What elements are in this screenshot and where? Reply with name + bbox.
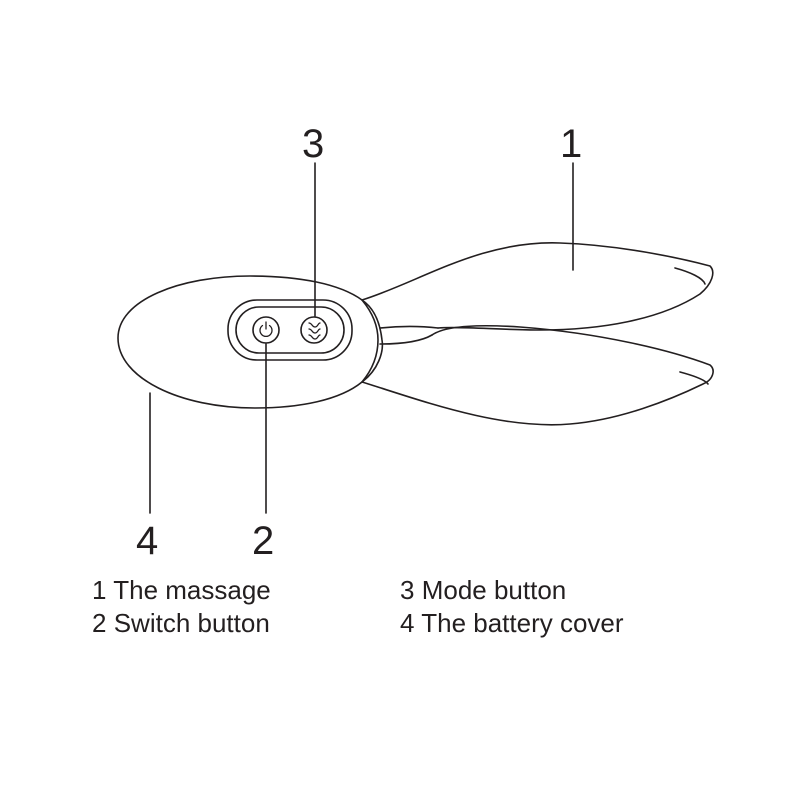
petal-stem-top — [379, 325, 439, 329]
legend-number: 1 — [92, 575, 107, 605]
handle-body — [117, 275, 384, 409]
callout-2: 2 — [252, 519, 275, 563]
legend-number: 4 — [400, 608, 415, 638]
legend-number: 3 — [400, 575, 415, 605]
wave-icon — [308, 322, 321, 340]
control-panel-outer — [227, 299, 353, 361]
control-panel-inner — [235, 306, 345, 354]
legend-text: Mode button — [421, 575, 567, 605]
lower-massage-petal — [361, 324, 714, 426]
switch-button[interactable] — [252, 316, 280, 344]
power-icon — [259, 321, 273, 337]
upper-petal-inner-edge — [674, 267, 706, 285]
callout-4: 4 — [136, 519, 159, 563]
legend-item-3: 3 Mode button — [400, 575, 566, 605]
legend-item-4: 4 The battery cover — [400, 608, 624, 638]
legend-text: Switch button — [113, 608, 270, 638]
legend-item-2: 2 Switch button — [92, 608, 270, 638]
legend-number: 2 — [92, 608, 107, 638]
mode-button[interactable] — [300, 316, 328, 344]
lower-petal-inner-edge — [679, 371, 709, 385]
legend-text: The battery cover — [421, 608, 624, 638]
upper-massage-petal — [361, 242, 714, 331]
legend-item-1: 1 The massage — [92, 575, 271, 605]
callout-3: 3 — [302, 122, 325, 166]
callout-1: 1 — [560, 122, 583, 166]
petal-stem-bottom — [379, 334, 433, 345]
handle-collar — [361, 299, 379, 383]
legend-text: The massage — [113, 575, 271, 605]
